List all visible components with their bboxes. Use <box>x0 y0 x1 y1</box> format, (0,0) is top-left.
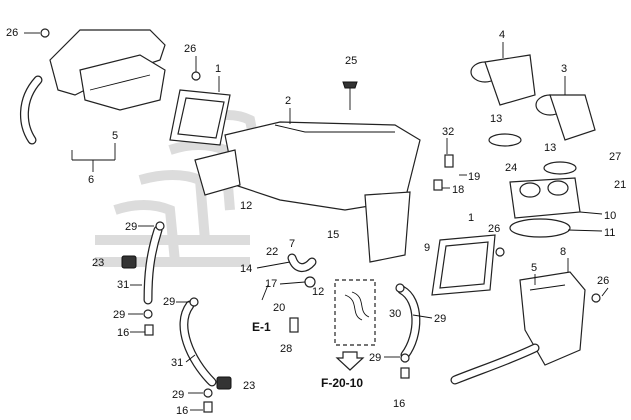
callout: 30 <box>389 308 401 320</box>
watermark <box>95 110 265 267</box>
callout: 31 <box>171 357 183 369</box>
hose-14-part <box>287 253 317 272</box>
callout: 1 <box>215 63 221 75</box>
callout: 3 <box>561 63 567 75</box>
callout: 8 <box>560 246 566 258</box>
callout: 21 <box>614 179 626 191</box>
callout: 28 <box>280 343 292 355</box>
callout: 23 <box>92 257 104 269</box>
f2010-arrow-icon <box>335 351 365 371</box>
callout: 29 <box>369 352 381 364</box>
hose-31-lower-part <box>179 300 217 387</box>
callout: 29 <box>125 221 137 233</box>
callout: 25 <box>345 55 357 67</box>
callout: 18 <box>452 184 464 196</box>
filter-element-left-part <box>169 89 231 146</box>
callout: 14 <box>240 263 252 275</box>
drain-plug-23-lower-part <box>216 376 232 390</box>
callout: 26 <box>597 275 609 287</box>
callout: 23 <box>243 380 255 392</box>
air-duct-left-part <box>19 29 166 145</box>
callout: 17 <box>265 278 277 290</box>
funnel-3-part <box>535 94 596 141</box>
callout: 22 <box>266 246 278 258</box>
callout: 26 <box>488 223 500 235</box>
adaptor-10-part <box>509 177 581 238</box>
callout: 2 <box>285 95 291 107</box>
callout: 16 <box>117 327 129 339</box>
callout: 1 <box>468 212 474 224</box>
hose-31-upper-part <box>143 225 163 305</box>
e1-reference-area <box>261 279 376 346</box>
air-cleaner-housing-part <box>194 121 421 263</box>
callout-labels: 26 26 1 25 4 3 2 32 13 13 5 6 24 27 19 1… <box>6 27 626 417</box>
callout: 4 <box>499 29 505 41</box>
callout: 32 <box>442 126 454 138</box>
clamp-band-part <box>488 133 577 175</box>
funnel-4-part <box>470 54 536 106</box>
callout: 27 <box>609 151 621 163</box>
callout: 9 <box>424 242 430 254</box>
air-duct-right-part <box>450 271 586 385</box>
callout: 10 <box>604 210 616 222</box>
callout: 29 <box>113 309 125 321</box>
callout: 26 <box>184 43 196 55</box>
callout: 5 <box>112 130 118 142</box>
filter-element-right-part <box>431 234 496 296</box>
callout: 16 <box>176 405 188 417</box>
f2010-reference-label: F-20-10 <box>321 376 363 390</box>
callout: 26 <box>6 27 18 39</box>
callout: 29 <box>172 389 184 401</box>
callout: 29 <box>434 313 446 325</box>
callout: 11 <box>604 227 615 239</box>
callout: 7 <box>289 238 295 250</box>
callout: 16 <box>393 398 405 410</box>
callout: 29 <box>163 296 175 308</box>
small-fasteners <box>40 28 601 413</box>
callout: 6 <box>88 174 94 186</box>
callout: 20 <box>273 302 285 314</box>
callout: 24 <box>505 162 517 174</box>
callout: 15 <box>327 229 339 241</box>
callout: 31 <box>117 279 129 291</box>
leader-lines <box>24 32 609 411</box>
drain-plug-23-upper-part <box>121 255 137 269</box>
callout: 5 <box>531 262 537 274</box>
callout: 13 <box>490 113 502 125</box>
callout: 13 <box>544 142 556 154</box>
callout: 19 <box>468 171 480 183</box>
callout: 12 <box>240 200 252 212</box>
hose-30-part <box>397 285 421 360</box>
screw-25-part <box>342 81 358 110</box>
e1-reference-label: E-1 <box>252 320 271 334</box>
callout: 12 <box>312 286 324 298</box>
